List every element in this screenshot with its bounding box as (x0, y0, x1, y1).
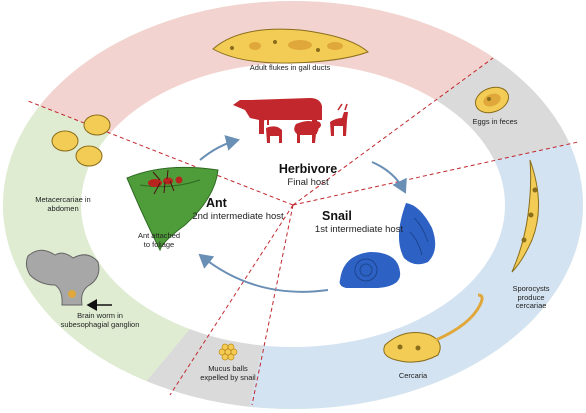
host-snail-role: 1st intermediate host (304, 225, 414, 236)
host-herbivore-role: Final host (268, 178, 348, 189)
label-sporocysts: Sporocysts produce cercariae (505, 285, 557, 311)
label-adult-flukes: Adult flukes in gall ducts (230, 64, 350, 73)
label-mucus-balls: Mucus balls expelled by snail (198, 365, 258, 382)
label-metacercariae: Metacercariae in abdomen (25, 196, 101, 213)
host-snail-name: Snail (322, 209, 382, 223)
host-herbivore-name: Herbivore (268, 162, 348, 176)
label-cercaria: Cercaria (388, 372, 438, 381)
label-brain-worm: Brain worm in subesophagial ganglion (60, 312, 140, 329)
label-ant-attached: Ant attached to foliage (137, 232, 181, 249)
host-ant-role: 2nd intermediate host (183, 212, 293, 223)
host-ant-name: Ant (206, 196, 256, 210)
label-eggs: Eggs in feces (465, 118, 525, 127)
